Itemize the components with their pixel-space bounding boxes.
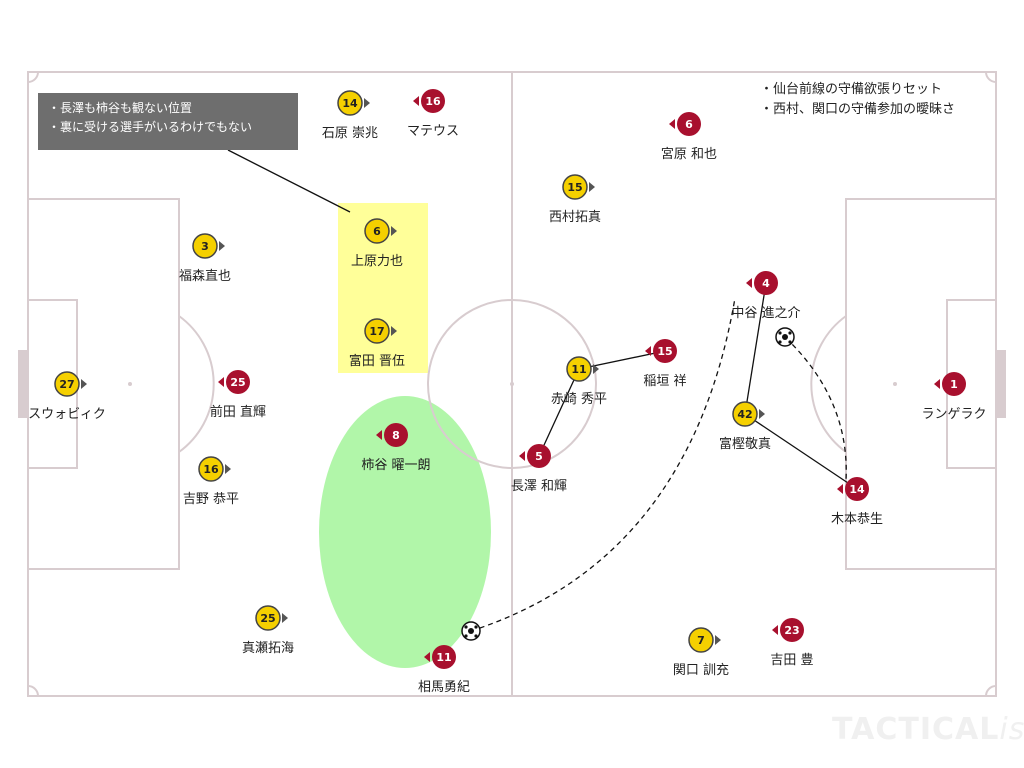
player-marker-yellow-16: 16 (198, 456, 231, 482)
player-name-label: 木本恭生 (830, 512, 884, 527)
player-marker-red-8: 8 (376, 423, 408, 447)
player-marker-red-6: 6 (669, 112, 701, 136)
player-number: 14 (342, 97, 358, 110)
player-number: 42 (737, 408, 752, 421)
player-marker-yellow-6: 6 (364, 218, 397, 244)
player-number: 16 (203, 463, 219, 476)
ball-icon (461, 621, 481, 641)
player-name-label: 宮原 和也 (660, 147, 718, 162)
player-marker-red-23: 23 (772, 618, 804, 642)
player-name-label: 真瀬拓海 (241, 641, 295, 656)
player-name-label: 富田 晋伍 (348, 354, 406, 369)
annotation-line: ・裏に受ける選手がいるわけでもない (48, 120, 253, 134)
player-name-label: 関口 訓充 (672, 663, 730, 678)
player-number: 5 (535, 450, 543, 463)
player-marker-yellow-11: 11 (566, 356, 599, 382)
player-number: 17 (369, 325, 384, 338)
player-number: 6 (685, 118, 693, 131)
player-number: 23 (784, 624, 799, 637)
player-marker-yellow-17: 17 (364, 318, 397, 344)
player-number: 7 (697, 634, 705, 647)
player-number: 25 (230, 376, 245, 389)
player-name-label: 前田 直輝 (209, 405, 267, 420)
player-number: 15 (657, 345, 672, 358)
player-name-label: マテウス (406, 124, 460, 139)
annotation-line: ・長澤も柿谷も観ない位置 (48, 101, 193, 115)
player-number: 8 (392, 429, 400, 442)
player-name-label: ランゲラク (921, 407, 987, 422)
player-marker-yellow-25: 25 (255, 605, 288, 631)
annotation-top-right: ・仙台前線の守備欲張りセット ・西村、関口の守備参加の曖昧さ (760, 80, 955, 120)
player-number: 11 (436, 651, 451, 664)
player-marker-yellow-3: 3 (192, 233, 225, 259)
player-name-label: 吉野 恭平 (182, 492, 240, 507)
player-marker-yellow-27: 27 (54, 371, 87, 397)
player-name-label: 中谷 進之介 (731, 306, 801, 321)
player-marker-red-15: 15 (645, 339, 677, 363)
player-number: 14 (849, 483, 865, 496)
penalty-spot-right (893, 382, 897, 386)
player-name-label: 相馬勇紀 (417, 680, 471, 695)
player-name-label: 西村拓真 (548, 210, 602, 225)
player-marker-red-1: 1 (934, 372, 966, 396)
highlight-green-zone (319, 396, 491, 668)
player-marker-red-25: 25 (218, 370, 250, 394)
player-marker-red-16: 16 (413, 89, 445, 113)
player-name-label: 上原力也 (350, 254, 404, 269)
goal-left (18, 350, 28, 418)
player-number: 11 (571, 363, 586, 376)
player-marker-yellow-7: 7 (688, 627, 721, 653)
player-number: 3 (201, 240, 209, 253)
penalty-spot-left (128, 382, 132, 386)
player-number: 16 (425, 95, 441, 108)
goal-right (996, 350, 1006, 418)
player-marker-yellow-15: 15 (562, 174, 595, 200)
player-number: 25 (260, 612, 275, 625)
player-name-label: 福森直也 (178, 269, 232, 284)
player-marker-red-4: 4 (746, 271, 778, 295)
player-marker-red-14: 14 (837, 477, 869, 501)
connection-lines (227, 149, 858, 490)
player-name-label: 石原 崇兆 (321, 126, 379, 141)
player-name-label: 柿谷 曜一朗 (361, 458, 431, 473)
player-name-label: 長澤 和輝 (510, 479, 568, 494)
player-number: 15 (567, 181, 582, 194)
player-name-label: 吉田 豊 (770, 653, 814, 668)
player-number: 4 (762, 277, 770, 290)
player-name-label: 稲垣 祥 (643, 374, 687, 389)
watermark-logo: TACTICALista (832, 712, 1024, 747)
player-number: 1 (950, 378, 958, 391)
annotation-line: ・仙台前線の守備欲張りセット (760, 82, 943, 97)
player-marker-yellow-14: 14 (337, 90, 370, 116)
player-marker-red-11: 11 (424, 645, 456, 669)
center-spot (510, 382, 514, 386)
player-name-label: 富樫敬真 (718, 437, 772, 452)
annotation-box: ・長澤も柿谷も観ない位置 ・裏に受ける選手がいるわけでもない (38, 93, 298, 150)
player-number: 27 (59, 378, 74, 391)
player-name-label: 赤崎 秀平 (550, 392, 608, 407)
player-marker-yellow-42: 42 (732, 401, 765, 427)
player-name-label: スウォビィク (28, 407, 106, 422)
player-marker-red-5: 5 (519, 444, 551, 468)
pass-paths (470, 297, 847, 632)
annotation-line: ・西村、関口の守備参加の曖昧さ (760, 102, 956, 117)
ball-icon (775, 327, 795, 347)
player-number: 6 (373, 225, 381, 238)
